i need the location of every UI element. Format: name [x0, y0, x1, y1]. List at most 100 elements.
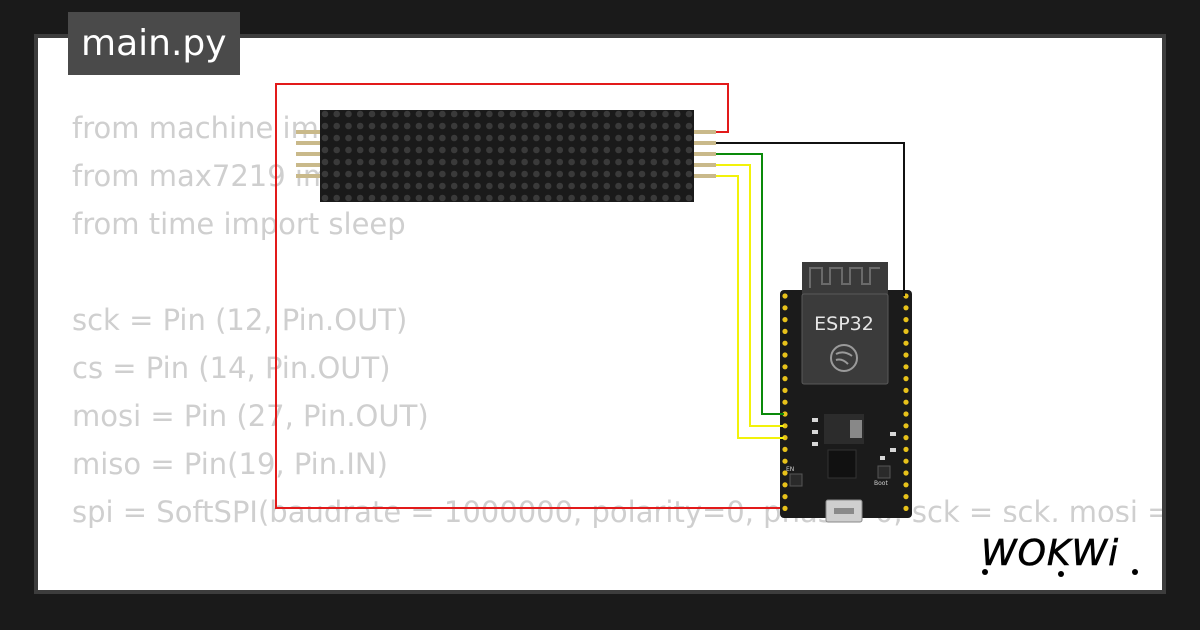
- header-pin[interactable]: [903, 317, 909, 323]
- header-pin[interactable]: [782, 446, 788, 452]
- header-pin[interactable]: [903, 423, 909, 429]
- led-dot: [521, 182, 528, 190]
- led-dot: [509, 182, 517, 190]
- header-pin[interactable]: [782, 470, 788, 476]
- header-pin[interactable]: [903, 328, 909, 334]
- header-pin[interactable]: [903, 352, 909, 358]
- header-pin[interactable]: [903, 505, 909, 511]
- led-dot: [556, 182, 564, 190]
- esp32-board[interactable]: ESP32 EN Boot: [780, 262, 912, 523]
- led-dot: [462, 182, 470, 190]
- led-dot: [345, 146, 352, 154]
- header-pin[interactable]: [903, 435, 909, 441]
- header-pin[interactable]: [903, 470, 909, 476]
- header-pin[interactable]: [782, 411, 788, 417]
- led-dot: [650, 182, 658, 190]
- boot-button[interactable]: [877, 465, 891, 479]
- led-dot: [627, 158, 634, 166]
- header-pin[interactable]: [903, 482, 909, 488]
- led-dot: [415, 146, 423, 154]
- header-pin[interactable]: [782, 317, 788, 323]
- led-dot: [356, 194, 364, 202]
- header-pin[interactable]: [782, 494, 788, 500]
- led-dot: [345, 122, 352, 130]
- led-dot: [415, 158, 423, 166]
- code-line: sck = Pin (12, Pin.OUT): [72, 303, 408, 337]
- wire-clk-yellow[interactable]: [716, 175, 784, 439]
- header-pin[interactable]: [782, 482, 788, 488]
- led-dot: [380, 170, 388, 178]
- led-dot: [615, 182, 622, 190]
- logo-dot-mid: [1058, 571, 1064, 577]
- led-dot: [380, 194, 388, 202]
- header-pin[interactable]: [782, 340, 788, 346]
- led-dot: [685, 110, 693, 118]
- header-pin[interactable]: [782, 399, 788, 405]
- wire-din-green[interactable]: [716, 153, 784, 415]
- header-pin[interactable]: [782, 423, 788, 429]
- header-pin[interactable]: [782, 293, 788, 299]
- led-dot: [591, 122, 599, 130]
- led-dot: [345, 134, 352, 142]
- header-pin[interactable]: [782, 364, 788, 370]
- header-pin[interactable]: [903, 305, 909, 311]
- led-dot: [380, 122, 388, 130]
- en-button[interactable]: [789, 473, 803, 487]
- led-dot: [568, 122, 575, 130]
- led-dot: [333, 170, 341, 178]
- led-dot: [685, 122, 693, 130]
- led-dot: [580, 146, 587, 154]
- led-dot: [533, 134, 540, 142]
- header-pin[interactable]: [782, 376, 788, 382]
- wokwi-logo[interactable]: WOKWi: [975, 522, 1150, 582]
- led-dot: [603, 134, 611, 142]
- led-dot: [450, 182, 458, 190]
- led-dot: [556, 146, 564, 154]
- led-dot: [427, 158, 435, 166]
- wire-cs-yellow[interactable]: [716, 164, 784, 427]
- led-dot: [392, 122, 399, 130]
- header-pin[interactable]: [903, 446, 909, 452]
- led-dot: [568, 170, 575, 178]
- led-dot: [345, 182, 352, 190]
- led-dot: [662, 158, 669, 166]
- led-dot: [685, 134, 693, 142]
- led-matrix-module[interactable]: [296, 110, 716, 202]
- led-dot: [674, 170, 681, 178]
- led-dot: [544, 170, 552, 178]
- header-pin[interactable]: [903, 458, 909, 464]
- led-dot: [333, 110, 341, 118]
- header-pin[interactable]: [782, 505, 788, 511]
- led-dot: [462, 110, 470, 118]
- header-pin[interactable]: [782, 458, 788, 464]
- header-pin[interactable]: [903, 387, 909, 393]
- led-dot: [615, 158, 622, 166]
- led-dot: [685, 158, 693, 166]
- header-pin[interactable]: [903, 376, 909, 382]
- header-pin[interactable]: [903, 340, 909, 346]
- header-pin[interactable]: [903, 494, 909, 500]
- file-tab[interactable]: main.py: [68, 12, 240, 75]
- header-pin[interactable]: [782, 305, 788, 311]
- led-dot: [627, 182, 634, 190]
- led-dot: [533, 194, 540, 202]
- led-dot: [497, 170, 505, 178]
- led-dot: [321, 158, 329, 166]
- esp32-right-header: [903, 293, 909, 511]
- led-dot: [591, 182, 599, 190]
- header-pin[interactable]: [782, 387, 788, 393]
- led-dot: [321, 194, 329, 202]
- header-pin[interactable]: [903, 399, 909, 405]
- led-dot: [392, 194, 399, 202]
- led-dot: [392, 146, 399, 154]
- header-pin[interactable]: [782, 328, 788, 334]
- header-pin[interactable]: [903, 364, 909, 370]
- led-dot: [650, 146, 658, 154]
- header-pin[interactable]: [782, 352, 788, 358]
- led-dot: [333, 158, 341, 166]
- wire-gnd-black[interactable]: [716, 142, 905, 296]
- led-dot: [650, 170, 658, 178]
- header-pin[interactable]: [903, 411, 909, 417]
- led-dot: [415, 182, 423, 190]
- wire-vcc-red[interactable]: [275, 83, 780, 509]
